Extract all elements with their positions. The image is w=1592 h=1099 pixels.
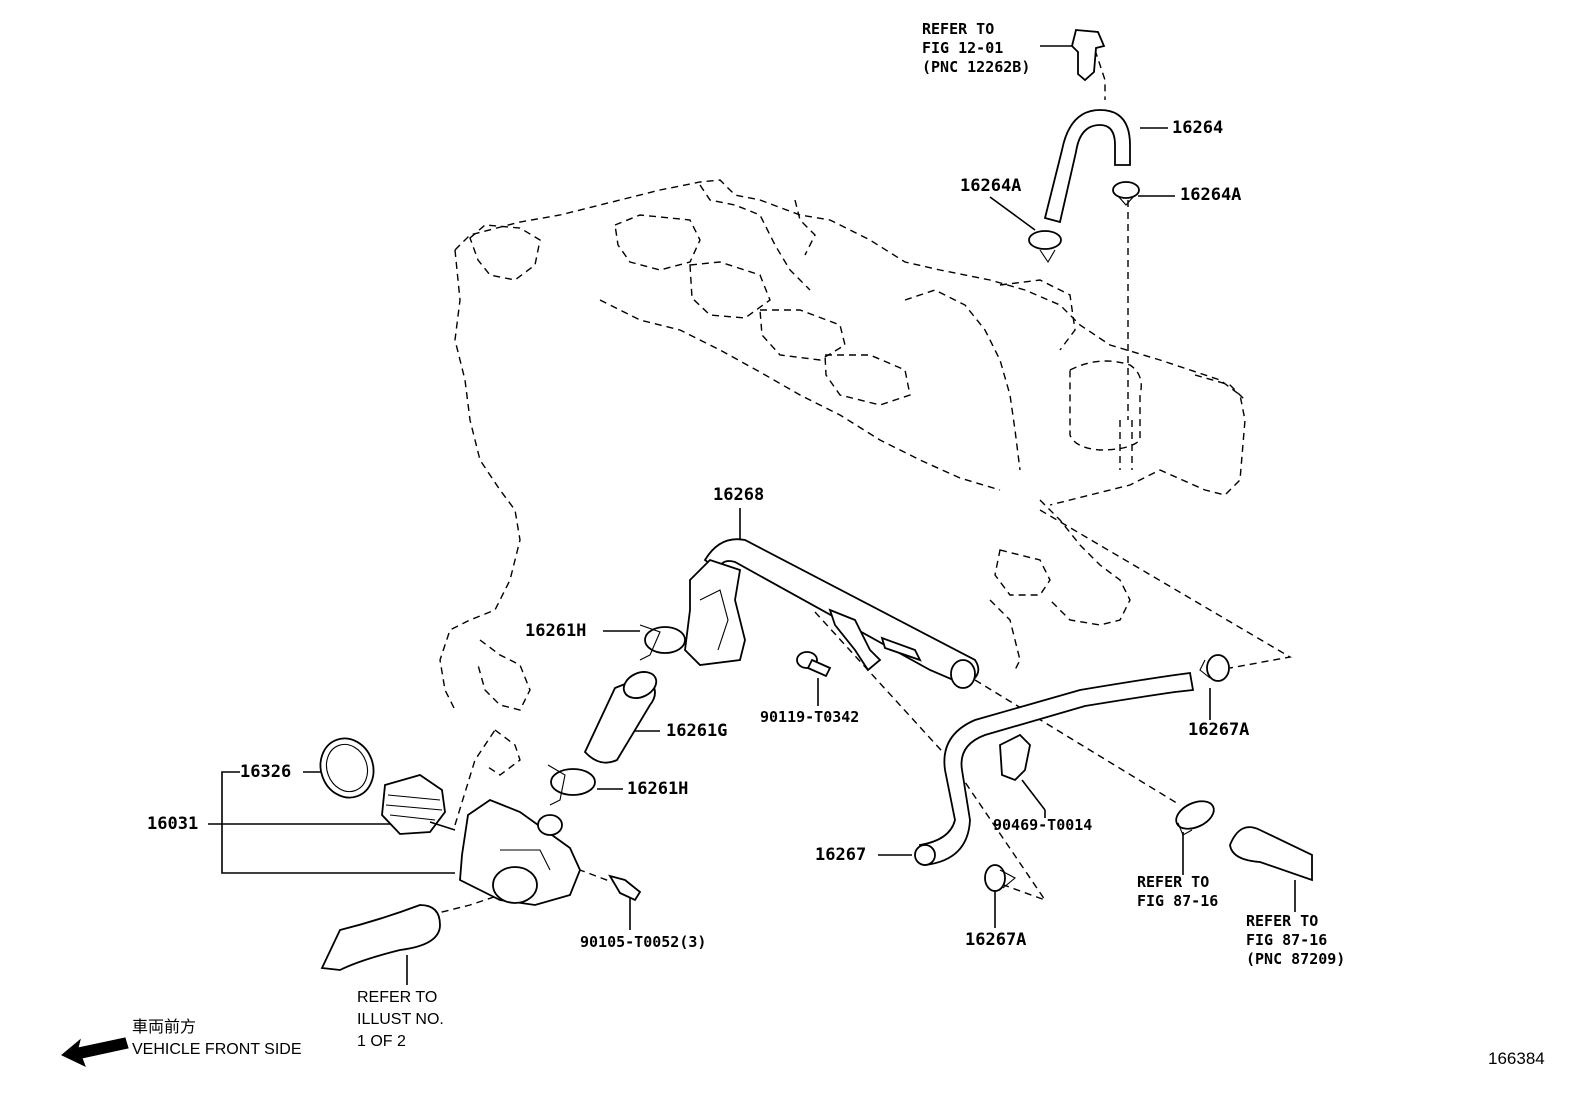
refer-line-2: FIG 87-16 <box>1137 892 1219 910</box>
refer-line-1: REFER TO <box>357 989 438 1006</box>
refer-fig-87-16-b: REFER TO FIG 87-16 (PNC 87209) <box>1246 914 1345 967</box>
label-16267: 16267 <box>815 845 867 865</box>
gasket-16326 <box>319 737 375 799</box>
label-16268: 16268 <box>713 485 765 505</box>
vehicle-front-en: VEHICLE FRONT SIDE <box>132 1041 302 1058</box>
refer-line-1: REFER TO <box>922 20 995 38</box>
label-16264A-left: 16264A <box>960 176 1022 196</box>
clamp-16264A-right <box>1112 181 1140 206</box>
bolt-90119 <box>796 651 832 678</box>
label-90469: 90469-T0014 <box>993 816 1093 834</box>
label-16267A-bottom: 16267A <box>965 930 1027 950</box>
hose-16264 <box>1043 109 1131 224</box>
hose-refer-87209 <box>1229 826 1313 882</box>
vehicle-front-jp: 車両前方 <box>132 1019 197 1036</box>
refer-line-3: 1 OF 2 <box>357 1033 406 1050</box>
refer-fig-87-16-a: REFER TO FIG 87-16 <box>1137 875 1218 909</box>
refer-line-2: ILLUST NO. <box>357 1011 444 1028</box>
clamp-16264A-left <box>1028 230 1062 264</box>
label-16261H-top: 16261H <box>525 621 587 641</box>
clamp-16261H-top <box>639 624 686 661</box>
refer-line-2: FIG 87-16 <box>1246 931 1328 949</box>
water-outlet-housing <box>459 798 581 906</box>
refer-illust: REFER TO ILLUST NO. 1 OF 2 <box>357 990 444 1050</box>
label-16267A-right: 16267A <box>1188 720 1250 740</box>
bolt-90105 <box>608 874 642 902</box>
refer-line-1: REFER TO <box>1246 912 1319 930</box>
radiator-hose-refer <box>320 904 441 971</box>
label-90119: 90119-T0342 <box>760 708 860 726</box>
clamp-16267A-right <box>1199 654 1230 682</box>
clamp-16261H-bottom <box>547 764 596 806</box>
hose-16267 <box>914 671 1195 866</box>
hose-16261G <box>583 671 658 764</box>
label-16031: 16031 <box>147 814 199 834</box>
refer-fig-12-01: REFER TO FIG 12-01 (PNC 12262B) <box>922 22 1030 75</box>
refer-line-3: (PNC 12262B) <box>922 58 1031 76</box>
pipe-16268 <box>684 538 980 689</box>
engine-outline <box>439 179 1246 776</box>
label-90105: 90105-T0052(3) <box>580 933 707 951</box>
clip-top <box>1071 29 1106 82</box>
front-arrow-icon <box>61 1037 129 1067</box>
label-16326: 16326 <box>240 762 292 782</box>
refer-line-1: REFER TO <box>1137 873 1210 891</box>
clamp-16267A-bottom <box>984 864 1016 892</box>
label-16261G: 16261G <box>666 721 728 741</box>
thermostat-16031 <box>381 774 456 835</box>
figure-number: 166384 <box>1488 1049 1545 1068</box>
label-16264A-right: 16264A <box>1180 185 1242 205</box>
label-16261H-bottom: 16261H <box>627 779 689 799</box>
clip-90469 <box>999 733 1031 782</box>
vehicle-front-side: 車両前方 VEHICLE FRONT SIDE <box>132 1020 302 1058</box>
refer-line-2: FIG 12-01 <box>922 39 1004 57</box>
clamp-refer-87-16 <box>1175 800 1215 836</box>
label-16264: 16264 <box>1172 118 1224 138</box>
refer-line-3: (PNC 87209) <box>1246 950 1346 968</box>
